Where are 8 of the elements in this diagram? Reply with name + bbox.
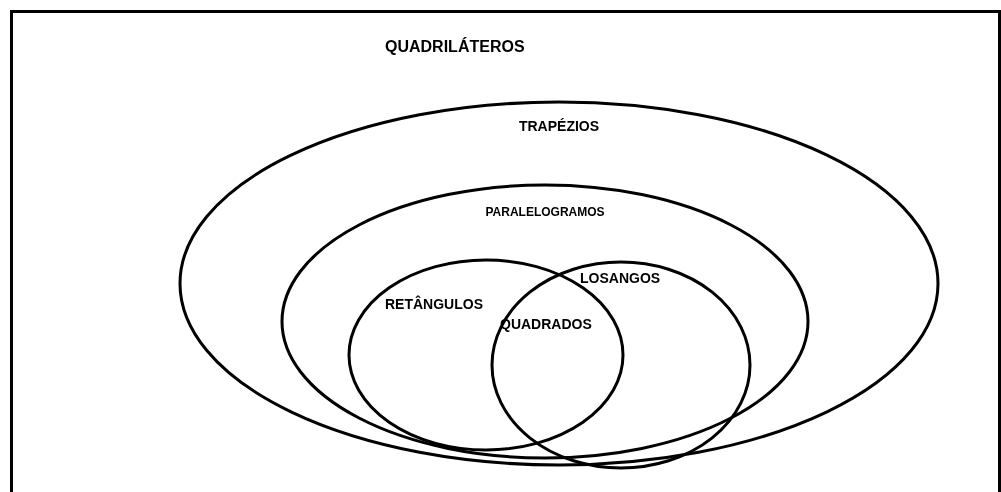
set-label: RETÂNGULOS <box>385 296 483 312</box>
set-label: LOSANGOS <box>580 270 661 286</box>
set-label: PARALELOGRAMOS <box>485 205 605 219</box>
set-circle <box>490 260 752 470</box>
frame-box <box>10 10 1001 492</box>
set-label: TRAPÉZIOS <box>518 118 600 134</box>
set-ellipse <box>178 100 940 467</box>
title-text: QUADRILÁTEROS <box>385 38 525 56</box>
